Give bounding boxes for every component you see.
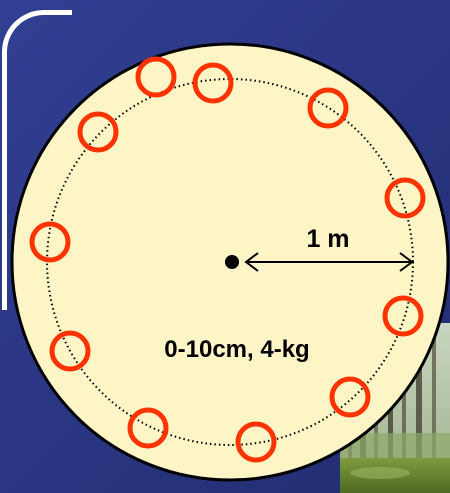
sample-point-icon — [135, 56, 177, 98]
field-photo — [340, 323, 450, 493]
sample-point-icon — [384, 177, 426, 219]
sample-point-icon — [127, 407, 169, 449]
decorative-corner-frame — [2, 10, 72, 310]
sample-point-icon — [382, 295, 424, 337]
sample-points-group — [29, 56, 426, 463]
radius-arrow-icon — [244, 252, 414, 272]
sample-point-icon — [329, 376, 371, 418]
sample-point-icon — [307, 87, 349, 129]
center-point-icon — [225, 255, 239, 269]
radius-label: 1 m — [306, 225, 349, 253]
sample-point-icon — [192, 62, 234, 104]
sample-depth-label: 0-10cm, 4-kg — [164, 336, 309, 363]
sample-point-icon — [49, 330, 91, 372]
sample-point-icon — [29, 221, 71, 263]
sample-point-icon — [77, 111, 119, 153]
sample-point-icon — [235, 421, 277, 463]
